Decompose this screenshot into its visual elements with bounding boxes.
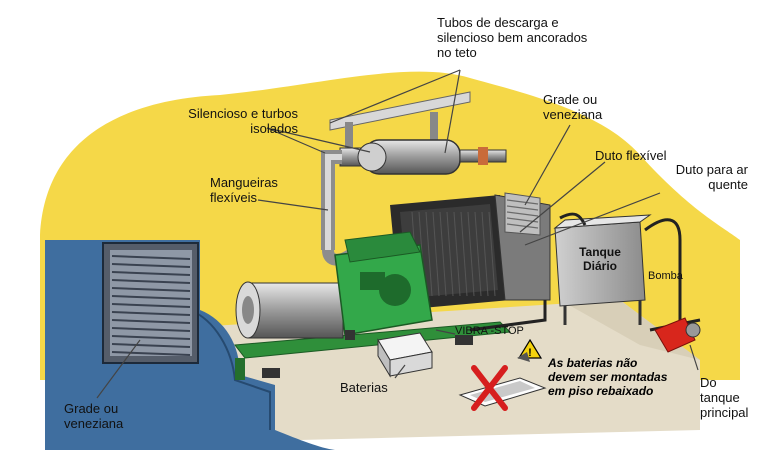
- leader-lines: [96, 69, 699, 399]
- label-pump: Bomba: [648, 270, 683, 282]
- daily-tank: [553, 214, 652, 325]
- label-warning: As baterias não devem ser montadas em pi…: [548, 356, 668, 398]
- grille-louver: [111, 343, 191, 348]
- radiator-fin: [488, 211, 496, 297]
- left-grille: [102, 242, 199, 364]
- label-tank: Tanque Diário: [579, 245, 621, 273]
- pump: [654, 317, 701, 353]
- radiator-fin: [432, 211, 440, 297]
- grille-louver: [111, 295, 191, 300]
- radiator-fin: [460, 211, 468, 297]
- grille-louver: [111, 303, 191, 308]
- radiator-fin: [446, 211, 454, 297]
- label-batteries: Baterias: [340, 380, 388, 395]
- grille-louver: [111, 327, 191, 332]
- engine: [334, 231, 433, 340]
- grille-louver: [111, 255, 191, 260]
- muffler: [339, 139, 507, 175]
- no-sign: [471, 365, 508, 411]
- grille-louver: [111, 335, 191, 340]
- label-exhaust-pipes: Tubos de descarga e silencioso bem ancor…: [437, 15, 588, 60]
- warning-icon: !: [517, 338, 543, 362]
- label-vibra-stop: VIBRA -STOP: [455, 325, 524, 337]
- alternator: [235, 281, 344, 339]
- radiator-fin: [453, 211, 461, 297]
- label-flex-hoses: Mangueiras flexíveis: [210, 175, 278, 205]
- grille-louver: [111, 319, 191, 324]
- top-grille: [504, 192, 541, 236]
- radiator-fin: [474, 211, 482, 297]
- grille-louver: [111, 279, 191, 284]
- label-flex-duct: Duto flexível: [595, 148, 667, 163]
- label-hot-air-duct: Duto para ar quente: [675, 162, 748, 192]
- radiator-fin: [425, 211, 433, 297]
- grille-louver: [111, 351, 191, 356]
- radiator-fin: [481, 211, 489, 297]
- label-grille-left: Grade ou veneziana: [64, 401, 124, 431]
- grille-louver: [111, 287, 191, 292]
- grille-louver: [111, 271, 191, 276]
- grille-louver: [111, 263, 191, 268]
- grille-louver: [111, 311, 191, 316]
- label-main-tank: Do tanque principal: [700, 375, 749, 420]
- batteries-box: [377, 332, 433, 378]
- radiator-fin: [467, 211, 475, 297]
- svg-text:!: !: [528, 347, 532, 359]
- label-muffler: Silencioso e turbos isolados: [188, 106, 298, 136]
- label-grille-top: Grade ou veneziana: [543, 92, 603, 122]
- radiator-fin: [439, 211, 447, 297]
- ceiling-mount: [329, 91, 471, 162]
